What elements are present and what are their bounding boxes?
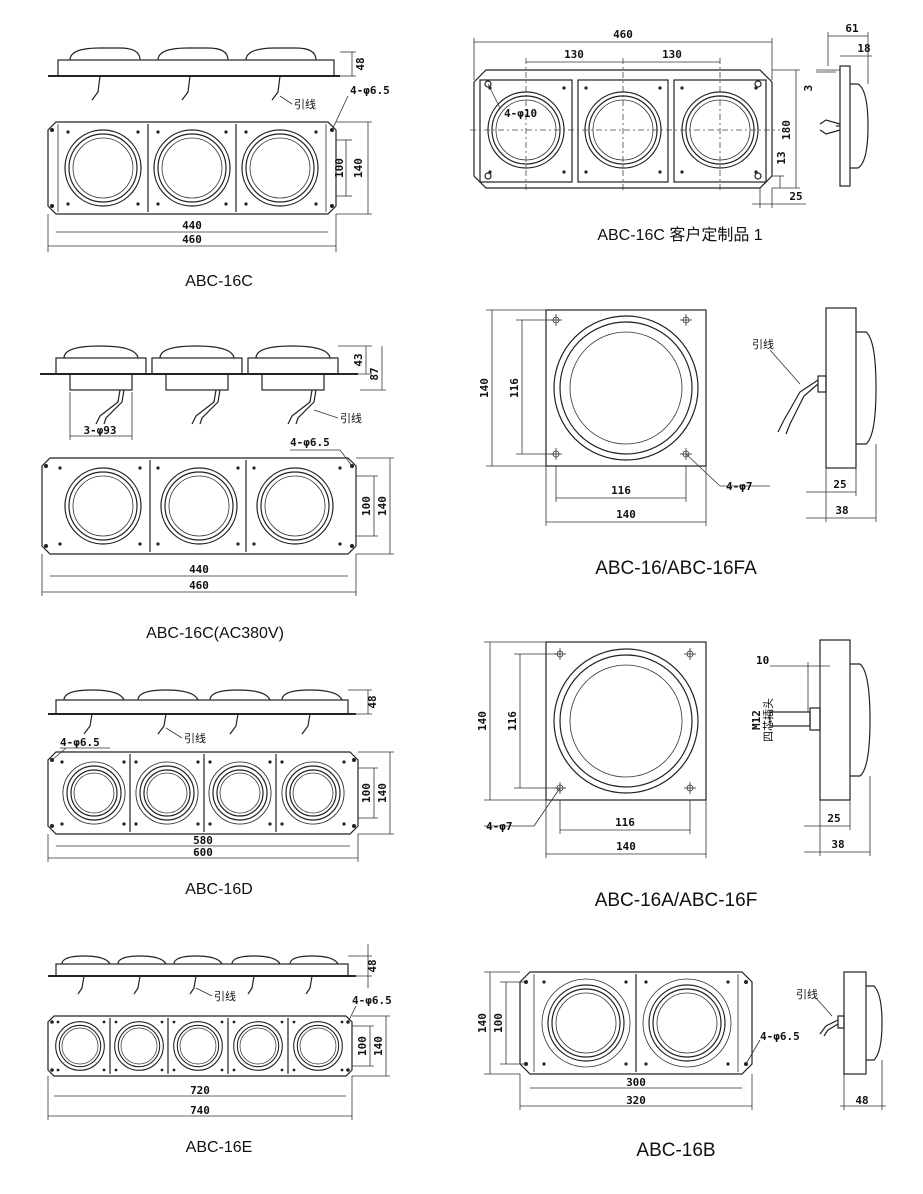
abc16e-dim-740: 740 (190, 1104, 210, 1117)
abc16e-dim-hole65: 4-φ6.5 (352, 994, 392, 1007)
ac380-dim-hole65: 4-φ6.5 (290, 436, 330, 449)
abc16b-side-view: 引线 48 (796, 971, 886, 1110)
abc16b-dim-hole65: 4-φ6.5 (760, 1030, 800, 1043)
abc16c-dim-48: 48 (354, 57, 367, 70)
custom-dim-25: 25 (789, 190, 802, 203)
abc16c-custom-drawing: 460 130 130 4-φ10 180 13 (470, 22, 872, 244)
abc16b-dim-320: 320 (626, 1094, 646, 1107)
af-dim-10: 10 (756, 654, 769, 667)
ac380-dim-440: 440 (189, 563, 209, 576)
af-dim-140v: 140 (476, 711, 489, 731)
af-m12-label: M12 (750, 710, 763, 730)
ac380-side-view: 引线 3-φ93 43 87 (40, 345, 386, 440)
fa-dim-38: 38 (835, 504, 848, 517)
abc16a-f-caption: ABC-16A/ABC-16F (595, 890, 758, 911)
fa-dim-25: 25 (833, 478, 846, 491)
abc16c-dim-460: 460 (182, 233, 202, 246)
custom-dim-130b: 130 (662, 48, 682, 61)
abc16c-drawing: 引线 48 4-φ6.5 (47, 47, 390, 290)
custom-dim-61: 61 (845, 22, 859, 35)
abc16e-caption: ABC-16E (186, 1139, 253, 1156)
abc16d-dim-hole65: 4-φ6.5 (60, 736, 100, 749)
af-dim-116h: 116 (615, 816, 635, 829)
ac380-dim-87: 87 (368, 367, 381, 380)
abc16e-dim-720: 720 (190, 1084, 210, 1097)
abc16c-ac380-caption: ABC-16C(AC380V) (146, 625, 284, 642)
fa-lead-label: 引线 (752, 337, 774, 351)
abc16d-side-view: 引线 48 (48, 689, 379, 745)
abc16c-dim-440: 440 (182, 219, 202, 232)
abc16d-dim-48: 48 (366, 695, 379, 708)
abc16e-drawing: 引线 48 (47, 944, 392, 1156)
abc16e-dim-100: 100 (356, 1036, 369, 1056)
ac380-lead-label: 引线 (340, 411, 362, 425)
custom-dim-460: 460 (613, 28, 633, 41)
af-dim-116v: 116 (506, 711, 519, 731)
af-dim-140h: 140 (616, 840, 636, 853)
abc16d-dim-580: 580 (193, 834, 213, 847)
abc16d-lead-label: 引线 (184, 731, 206, 745)
ac380-dim-100: 100 (360, 496, 373, 516)
abc16c-custom-caption: ABC-16C 客户定制品 1 (597, 226, 762, 244)
fa-dim-116h: 116 (611, 484, 631, 497)
fa-dim-140h: 140 (616, 508, 636, 521)
af-dim-hole7: 4-φ7 (486, 820, 513, 833)
abc16c-side-view: 引线 48 (48, 47, 367, 111)
abc16b-dim-140: 140 (476, 1013, 489, 1033)
fa-side-view: 引线 25 38 (752, 307, 877, 522)
af-dim-25: 25 (827, 812, 840, 825)
fa-dim-hole7: 4-φ7 (726, 480, 753, 493)
abc16d-drawing: 引线 48 (47, 689, 394, 898)
abc16e-dim-140: 140 (372, 1036, 385, 1056)
abc16-fa-caption: ABC-16/ABC-16FA (595, 558, 757, 579)
custom-dim-13: 13 (775, 151, 788, 164)
abc16b-dim-300: 300 (626, 1076, 646, 1089)
abc16c-caption: ABC-16C (185, 273, 253, 290)
abc16c-ac380-drawing: 引线 3-φ93 43 87 (40, 345, 394, 642)
abc16b-dim-100: 100 (492, 1013, 505, 1033)
abc16d-front-view: 4-φ6.5 100 140 580 600 (47, 736, 394, 862)
custom-dim-hole10: 4-φ10 (504, 107, 537, 120)
ac380-dim-460: 460 (189, 579, 209, 592)
abc16e-lead-label: 引线 (214, 989, 236, 1003)
abc16e-front-view: 4-φ6.5 100 140 720 740 (47, 994, 392, 1120)
abc16e-dim-48: 48 (366, 959, 379, 972)
abc16c-front-view: 4-φ6.5 100 140 440 460 (47, 84, 390, 252)
custom-dim-130a: 130 (564, 48, 584, 61)
abc16a-f-drawing: 4-φ7 140 116 116 140 10 M12 四芯插头 (476, 639, 871, 911)
abc16d-dim-100: 100 (360, 783, 373, 803)
abc16b-drawing: 4-φ6.5 140 100 300 320 引线 48 ABC-16B (476, 971, 886, 1161)
fa-dim-116v: 116 (508, 378, 521, 398)
custom-side-view: 61 18 3 (802, 22, 872, 187)
ac380-dim-hole93: 3-φ93 (83, 424, 116, 437)
abc16-fa-drawing: 4-φ7 140 116 116 140 引线 25 (478, 307, 877, 579)
abc16b-dim-48: 48 (855, 1094, 868, 1107)
abc16d-caption: ABC-16D (185, 881, 253, 898)
af-side-view: 10 M12 四芯插头 25 38 (750, 639, 871, 856)
abc16c-lead-label: 引线 (294, 97, 316, 111)
custom-dim-3: 3 (802, 85, 815, 92)
abc16b-lead-label: 引线 (796, 987, 818, 1001)
abc16e-side-view: 引线 48 (48, 944, 379, 1003)
af-dim-38: 38 (831, 838, 844, 851)
ac380-dim-140: 140 (376, 496, 389, 516)
ac380-front-view: 4-φ6.5 100 140 440 460 (41, 436, 394, 596)
fa-dim-140v: 140 (478, 378, 491, 398)
ac380-dim-43: 43 (352, 353, 365, 366)
af-plug-label: 四芯插头 (761, 698, 775, 742)
abc16c-dim-hole65: 4-φ6.5 (350, 84, 390, 97)
abc16d-dim-140: 140 (376, 783, 389, 803)
abc16b-caption: ABC-16B (636, 1140, 715, 1161)
custom-dim-18: 18 (857, 42, 870, 55)
abc16c-dim-100: 100 (333, 158, 346, 178)
custom-dim-180: 180 (780, 120, 793, 140)
abc16c-dim-140: 140 (352, 158, 365, 178)
abc16d-dim-600: 600 (193, 846, 213, 859)
